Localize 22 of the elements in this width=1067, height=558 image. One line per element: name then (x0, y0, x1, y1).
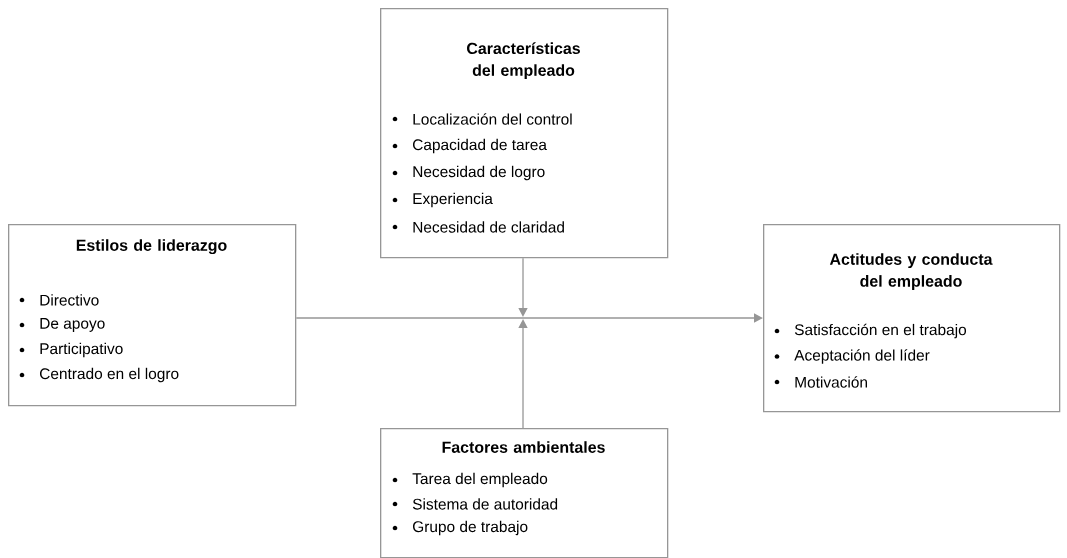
arrow (518, 257, 528, 317)
heading: Actitudes y conducta del empleado (829, 253, 993, 290)
bullet-item: Necesidad de logro (392, 165, 545, 181)
heading: Características del empleado (467, 42, 580, 80)
bullet-item: Aceptación del líder (774, 349, 930, 364)
bullet-item: Directivo (19, 294, 99, 306)
heading: Estilos de liderazgo (76, 239, 227, 255)
bullet-item: Participativo (19, 342, 123, 358)
arrow (518, 319, 528, 429)
bullet-item: Motivación (774, 376, 867, 388)
bullet-item: Experiencia (392, 192, 493, 208)
bullet-item: Capacidad de tarea (392, 138, 547, 154)
bullet-item: Satisfacción en el trabajo (774, 323, 967, 339)
arrow (295, 313, 763, 323)
heading: Factores ambientales (442, 441, 605, 453)
bullet-item: Tarea del empleado (392, 472, 548, 488)
bullet-item: Centrado en el logro (19, 367, 179, 383)
bullet-item: Localización del control (392, 113, 572, 125)
bullet-item: Sistema de autoridad (392, 498, 558, 510)
bullet-item: Grupo de trabajo (392, 520, 528, 536)
bullet-item: Necesidad de claridad (392, 221, 564, 233)
bullet-item: De apoyo (19, 318, 105, 332)
